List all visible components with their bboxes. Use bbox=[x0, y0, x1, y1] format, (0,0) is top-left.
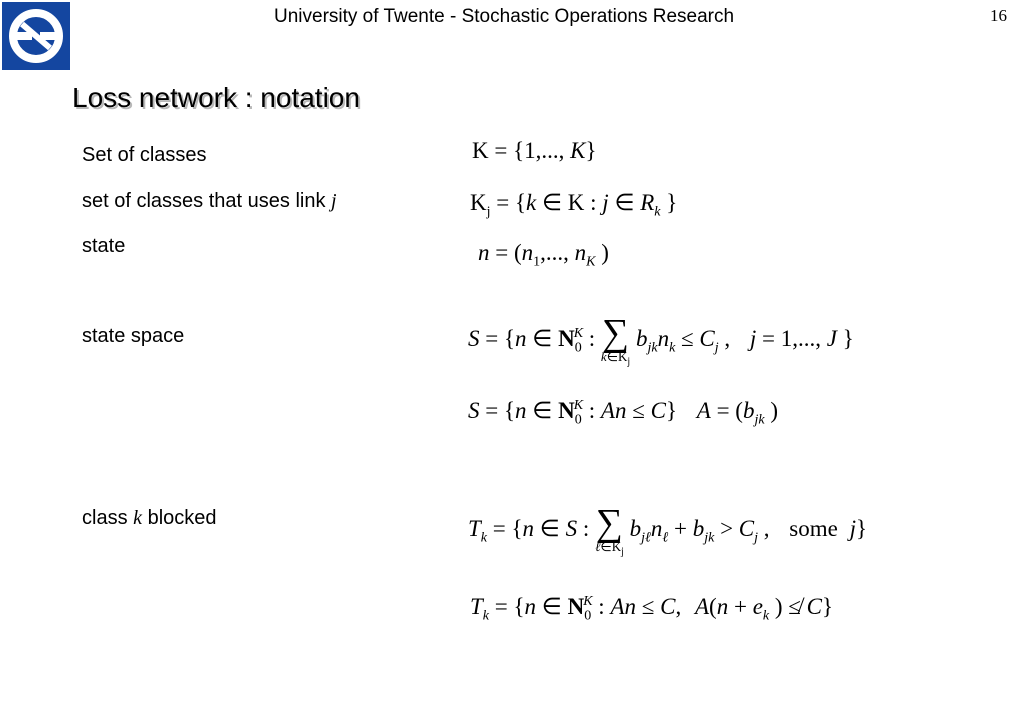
formula-blocked-matrix: Tk = {n ∈ N0K : An ≤ C, A(n + ek ) ≰ C} bbox=[470, 594, 834, 624]
formula-classes-using-link: Kj = {k ∈ K : j ∈ Rk } bbox=[470, 190, 678, 220]
label-variable: k bbox=[133, 507, 143, 529]
label-class-blocked: class k blocked bbox=[82, 507, 217, 530]
label-classes-using-link: set of classes that uses link j bbox=[82, 190, 337, 213]
label-text: class bbox=[82, 507, 134, 529]
page-number: 16 bbox=[990, 6, 1007, 25]
formula-state-space-sum: S = {n ∈ N0K : ∑k∈Kj bjknk ≤ Cj , j = 1,… bbox=[468, 312, 854, 368]
formula-state-space-matrix: S = {n ∈ N0K : An ≤ C} A = (bjk ) bbox=[468, 398, 778, 428]
formula-set-of-classes: K = {1,..., K} bbox=[472, 138, 597, 163]
university-logo-icon bbox=[2, 2, 70, 70]
label-set-of-classes: Set of classes bbox=[82, 144, 207, 166]
formula-blocked-sum: Tk = {n ∈ S : ∑ℓ∈Kj bjℓnℓ + bjk > Cj , s… bbox=[468, 502, 868, 558]
header-title: University of Twente - Stochastic Operat… bbox=[274, 6, 735, 27]
label-variable: j bbox=[331, 190, 337, 212]
label-text: blocked bbox=[142, 507, 217, 529]
label-text: set of classes that uses link bbox=[82, 190, 332, 212]
label-state: state bbox=[82, 235, 126, 257]
label-state-space: state space bbox=[82, 325, 185, 347]
formula-state: n = (n1,..., nK ) bbox=[478, 240, 609, 270]
slide-title: Loss network : notation bbox=[72, 82, 360, 113]
